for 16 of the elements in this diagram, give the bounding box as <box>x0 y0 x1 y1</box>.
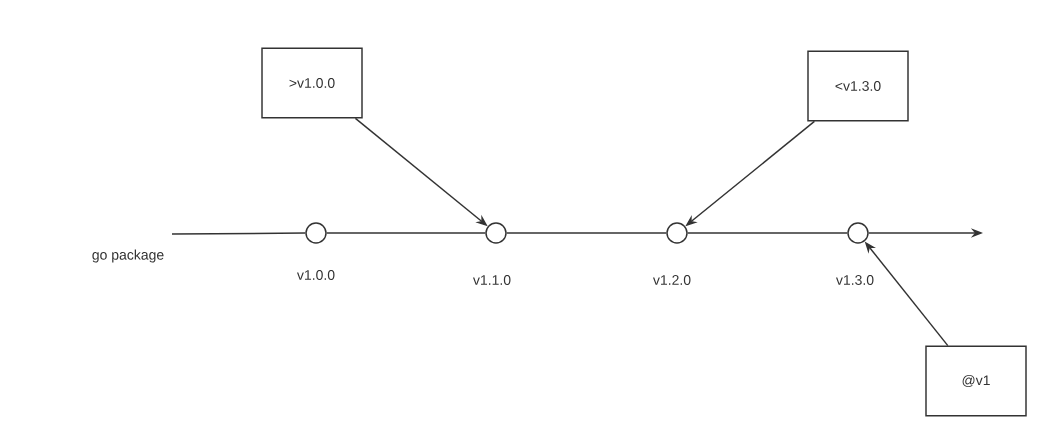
package-label: go package <box>92 249 164 263</box>
line <box>506 232 667 234</box>
version-circle <box>666 222 688 244</box>
line <box>326 232 486 234</box>
version-label: v1.1.0 <box>473 275 511 285</box>
version-label: v1.2.0 <box>653 275 691 285</box>
version-circle <box>485 222 507 244</box>
version-circle <box>305 222 327 244</box>
version-label: v1.0.0 <box>297 270 335 280</box>
version-box: <v1.3.0 <box>807 50 909 122</box>
version-box: @v1 <box>925 345 1027 417</box>
line <box>171 232 306 235</box>
line <box>687 232 848 234</box>
version-box: >v1.0.0 <box>261 47 363 119</box>
version-circle <box>847 222 869 244</box>
version-label: v1.3.0 <box>835 275 874 285</box>
